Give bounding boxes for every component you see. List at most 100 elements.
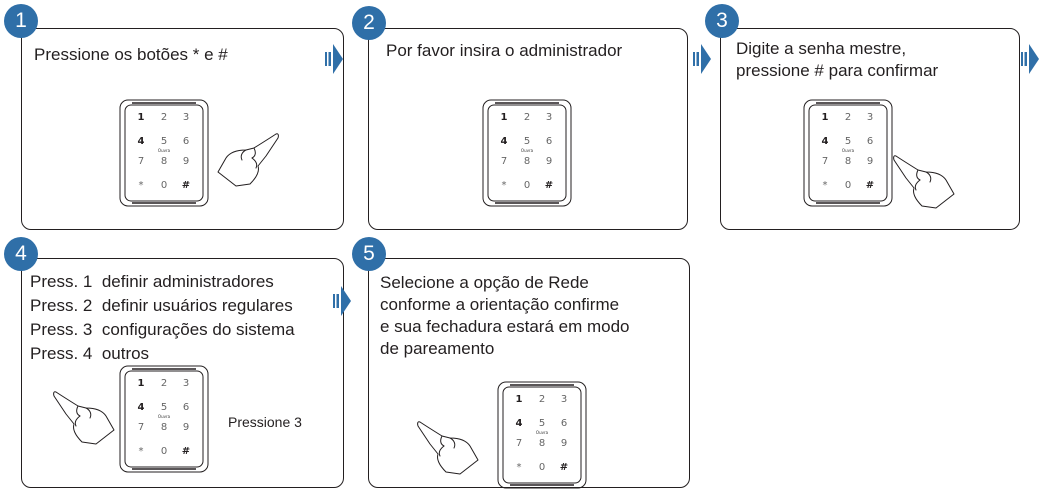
keypad-key: * (517, 462, 522, 473)
step-arrow-icon (325, 44, 343, 74)
keypad-sub-label: Ouvra (158, 148, 171, 153)
step-2-badge: 2 (352, 6, 386, 40)
keypad-key: 6 (867, 136, 873, 147)
menu-line: Press. 3 configurações do sistema (30, 318, 295, 342)
step-5-panel (368, 258, 690, 488)
keypad-icon: 1 2 3 4 5 6 7 8 9 * 0 # Ouvra (118, 364, 210, 479)
keypad-key: 0 (161, 446, 167, 457)
keypad-sub-label: Ouvra (158, 414, 171, 419)
menu-key: Press. 1 (30, 272, 93, 291)
keypad-key: 5 (524, 136, 530, 147)
menu-key: Press. 2 (30, 296, 93, 315)
keypad-key: # (182, 446, 190, 457)
keypad-key: 2 (161, 378, 167, 389)
keypad-key: # (560, 462, 568, 473)
keypad-key: 4 (516, 418, 523, 429)
keypad-key: 0 (539, 462, 545, 473)
keypad-icon: 1 2 3 4 5 6 7 8 9 * 0 # Ouvra (802, 98, 894, 213)
keypad-key: * (502, 180, 507, 191)
keypad-key: 1 (138, 112, 145, 123)
keypad-key: 8 (845, 156, 851, 167)
keypad-key: 3 (183, 112, 189, 123)
step-3-badge: 3 (705, 4, 739, 38)
step-arrow-icon (333, 286, 351, 316)
keypad-key: 0 (161, 180, 167, 191)
keypad-key: 6 (183, 402, 189, 413)
keypad-key: 7 (501, 156, 507, 167)
keypad-key: 8 (539, 438, 545, 449)
pointing-hand-icon (210, 128, 280, 193)
keypad-key: 5 (161, 402, 167, 413)
keypad-key: 2 (161, 112, 167, 123)
keypad-key: 3 (867, 112, 873, 123)
keypad-sub-label: Ouvra (842, 148, 855, 153)
keypad-key: 1 (822, 112, 829, 123)
keypad-key: 8 (524, 156, 530, 167)
keypad-key: # (866, 180, 874, 191)
keypad-key: 7 (138, 156, 144, 167)
pointing-hand-icon (416, 416, 486, 481)
menu-desc: configurações do sistema (101, 320, 295, 339)
step-5-text: Selecione a opção de Rede conforme a ori… (380, 273, 630, 358)
menu-line: Press. 4 outros (30, 342, 295, 366)
keypad-key: * (823, 180, 828, 191)
keypad-key: 5 (845, 136, 851, 147)
step-2-text: Por favor insira o administrador (386, 41, 623, 60)
keypad-key: 0 (845, 180, 851, 191)
keypad-key: 2 (524, 112, 530, 123)
keypad-key: 4 (822, 136, 829, 147)
keypad-key: 6 (183, 136, 189, 147)
keypad-key: * (139, 180, 144, 191)
keypad-key: 2 (539, 394, 545, 405)
keypad-key: 3 (183, 378, 189, 389)
step-arrow-icon (693, 44, 711, 74)
pointing-hand-icon (52, 386, 122, 451)
keypad-key: 1 (516, 394, 523, 405)
keypad-key: 6 (561, 418, 567, 429)
keypad-key: * (139, 446, 144, 457)
keypad-key: 6 (546, 136, 552, 147)
keypad-key: 5 (539, 418, 545, 429)
keypad-key: 7 (138, 422, 144, 433)
keypad-key: 9 (867, 156, 873, 167)
step-4-menu: Press. 1 definir administradores Press. … (30, 270, 295, 366)
keypad-icon: 1 2 3 4 5 6 7 8 9 * 0 # Ouvra (496, 380, 588, 495)
keypad-key: 9 (561, 438, 567, 449)
menu-desc: definir usuários regulares (101, 296, 293, 315)
keypad-key: # (545, 180, 553, 191)
menu-line: Press. 2 definir usuários regulares (30, 294, 295, 318)
keypad-sub-label: Ouvra (521, 148, 534, 153)
keypad-key: 1 (138, 378, 145, 389)
menu-desc: outros (101, 344, 150, 363)
keypad-key: 9 (546, 156, 552, 167)
keypad-key: 2 (845, 112, 851, 123)
keypad-key: 9 (183, 156, 189, 167)
menu-key: Press. 3 (30, 320, 93, 339)
step-3-text: Digite a senha mestre, pressione # para … (736, 39, 939, 80)
keypad-icon: 1 2 3 4 5 6 7 8 9 * 0 # Ouvra (481, 98, 573, 213)
step-1-badge: 1 (4, 4, 38, 38)
keypad-key: 0 (524, 180, 530, 191)
keypad-key: 7 (822, 156, 828, 167)
keypad-key: 7 (516, 438, 522, 449)
keypad-key: 4 (138, 136, 145, 147)
keypad-sub-label: Ouvra (536, 430, 549, 435)
keypad-key: 3 (561, 394, 567, 405)
keypad-key: 4 (138, 402, 145, 413)
keypad-key: 3 (546, 112, 552, 123)
menu-desc: definir administradores (101, 272, 274, 291)
step-3-panel (720, 28, 1020, 230)
step-2-panel (368, 28, 688, 230)
step-1-panel (21, 28, 344, 230)
keypad-key: 9 (183, 422, 189, 433)
keypad-key: 8 (161, 422, 167, 433)
menu-line: Press. 1 definir administradores (30, 270, 295, 294)
step-arrow-icon (1021, 44, 1039, 74)
step-5-badge: 5 (352, 237, 386, 271)
pointing-hand-icon (892, 150, 962, 215)
step-4-note: Pressione 3 (228, 414, 302, 430)
keypad-key: 4 (501, 136, 508, 147)
keypad-key: 1 (501, 112, 508, 123)
keypad-key: # (182, 180, 190, 191)
